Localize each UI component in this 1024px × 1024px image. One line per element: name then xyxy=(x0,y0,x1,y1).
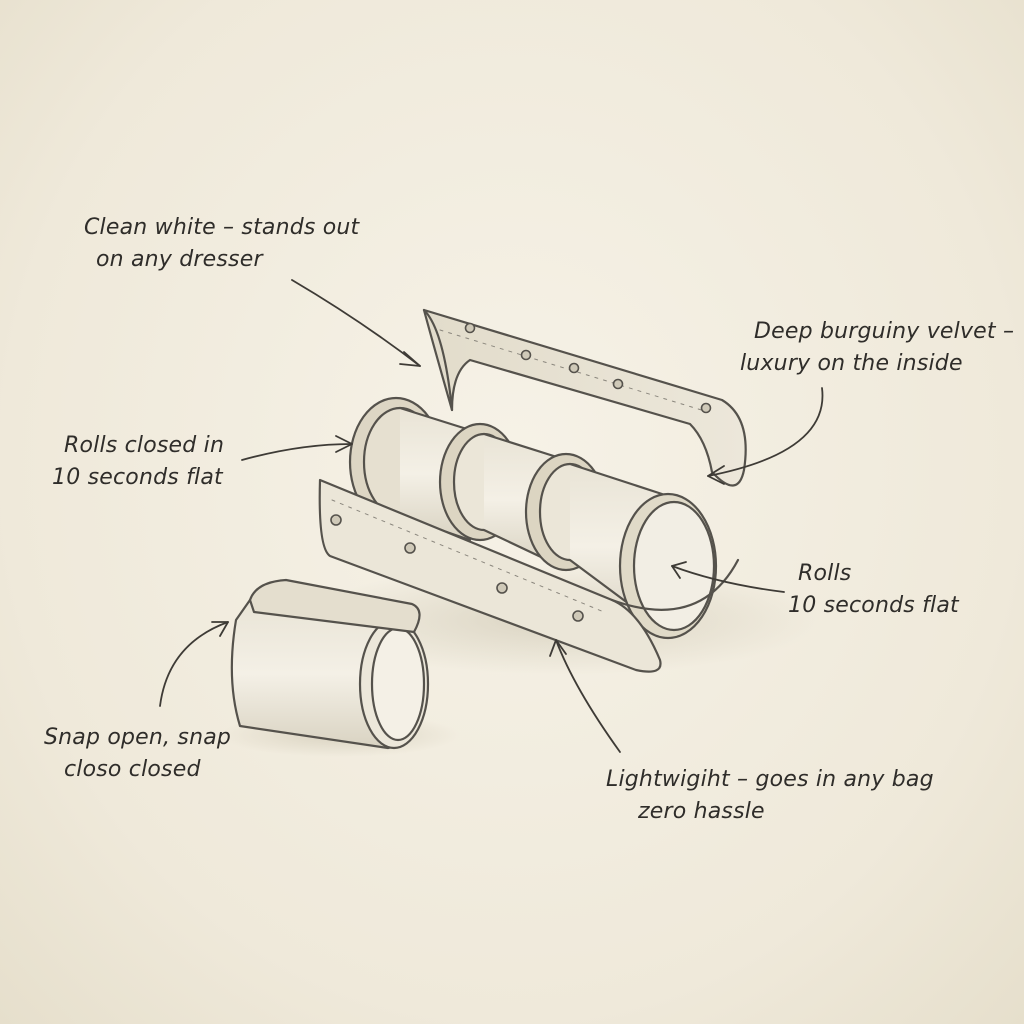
watch-pillow-right xyxy=(568,462,718,640)
annotation-velvet: Deep burguiny velvet – luxury on the ins… xyxy=(740,316,1014,380)
back-flap-rivets xyxy=(464,322,712,414)
annotation-clean-white-line2: on any dresser xyxy=(96,247,263,272)
back-flap-rim xyxy=(422,308,454,412)
front-panel-curl xyxy=(610,558,740,611)
annotation-velvet-line1: Deep burguiny velvet – xyxy=(754,319,1015,344)
front-panel-rivets xyxy=(330,514,584,622)
arrow-rolls xyxy=(671,565,785,593)
annotation-arrows xyxy=(159,279,824,753)
arrow-rolls-closed xyxy=(241,443,353,461)
annotation-rolls-line2: 10 seconds flat xyxy=(788,593,959,618)
arrow-rolls-closed-head xyxy=(335,435,353,453)
arrow-lightweight-head xyxy=(549,639,567,657)
annotation-snap: Snap open, snap closo closed xyxy=(44,722,231,786)
annotation-rolls-closed-line2: 10 seconds flat xyxy=(52,465,223,490)
back-flap-stitch xyxy=(439,329,709,413)
snap-cuff xyxy=(230,578,430,750)
arrow-snap-head xyxy=(211,621,229,637)
annotation-rolls-line1: Rolls xyxy=(798,561,852,586)
annotation-rolls-closed: Rolls closed in 10 seconds flat xyxy=(52,430,224,494)
annotation-lightweight-line2: zero hassle xyxy=(638,799,765,824)
annotation-clean-white-line1: Clean white – stands out xyxy=(84,215,360,240)
arrow-velvet-head xyxy=(707,465,725,485)
arrow-snap xyxy=(159,621,229,707)
annotation-lightweight: Lightwigiht – goes in any bag zero hassl… xyxy=(606,764,934,828)
annotation-clean-white: Clean white – stands out on any dresser xyxy=(84,212,359,276)
annotation-rolls-closed-line1: Rolls closed in xyxy=(64,433,225,458)
annotation-velvet-line2: luxury on the inside xyxy=(740,351,963,376)
arrow-lightweight xyxy=(555,639,621,753)
annotation-rolls: Rolls 10 seconds flat xyxy=(788,558,959,622)
annotation-snap-line2: closo closed xyxy=(64,757,201,782)
arrow-clean-white xyxy=(291,279,421,367)
front-panel-stitch xyxy=(331,499,605,613)
back-flap xyxy=(422,308,747,487)
annotation-lightweight-line1: Lightwigiht – goes in any bag xyxy=(606,767,934,792)
cuff-flap xyxy=(248,578,421,634)
arrow-clean-white-head xyxy=(399,351,421,367)
arrow-rolls-head xyxy=(671,561,687,579)
annotation-snap-line1: Snap open, snap xyxy=(44,725,232,750)
arrow-velvet xyxy=(707,387,824,477)
front-panel xyxy=(318,478,662,673)
